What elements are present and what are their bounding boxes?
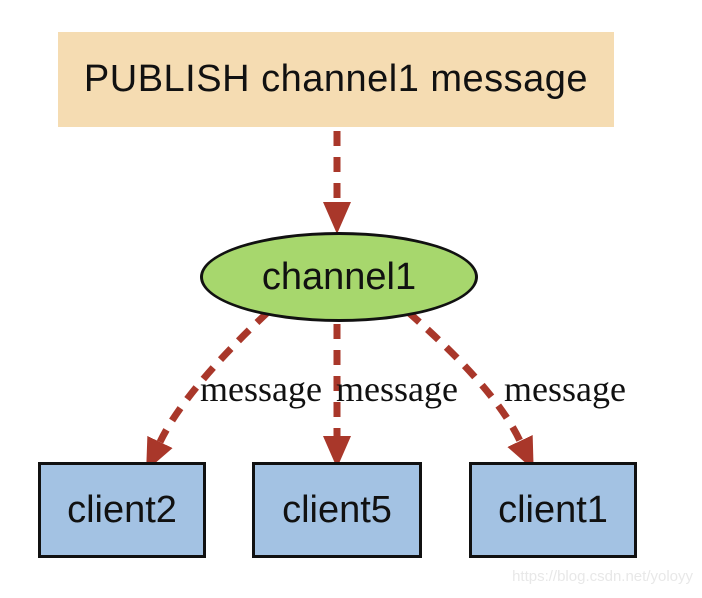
- publisher-node: PUBLISH channel1 message: [58, 32, 614, 127]
- watermark: https://blog.csdn.net/yoloyy: [512, 568, 693, 585]
- channel-to-client1-arrow: [405, 309, 534, 470]
- edge-label-message-middle: message: [336, 369, 458, 409]
- client2-node: client2: [38, 462, 206, 558]
- channel-label: channel1: [261, 255, 417, 298]
- channel-node: channel1: [200, 232, 478, 322]
- client2-label: client2: [67, 488, 177, 531]
- edge-label-message-left: message: [200, 369, 322, 409]
- client1-label: client1: [498, 488, 608, 531]
- publisher-label: PUBLISH channel1 message: [83, 58, 589, 100]
- channel-to-client2-arrow: [146, 309, 271, 471]
- client5-node: client5: [252, 462, 422, 558]
- edge-label-message-right: message: [504, 369, 626, 409]
- client5-label: client5: [282, 488, 392, 531]
- client1-node: client1: [469, 462, 637, 558]
